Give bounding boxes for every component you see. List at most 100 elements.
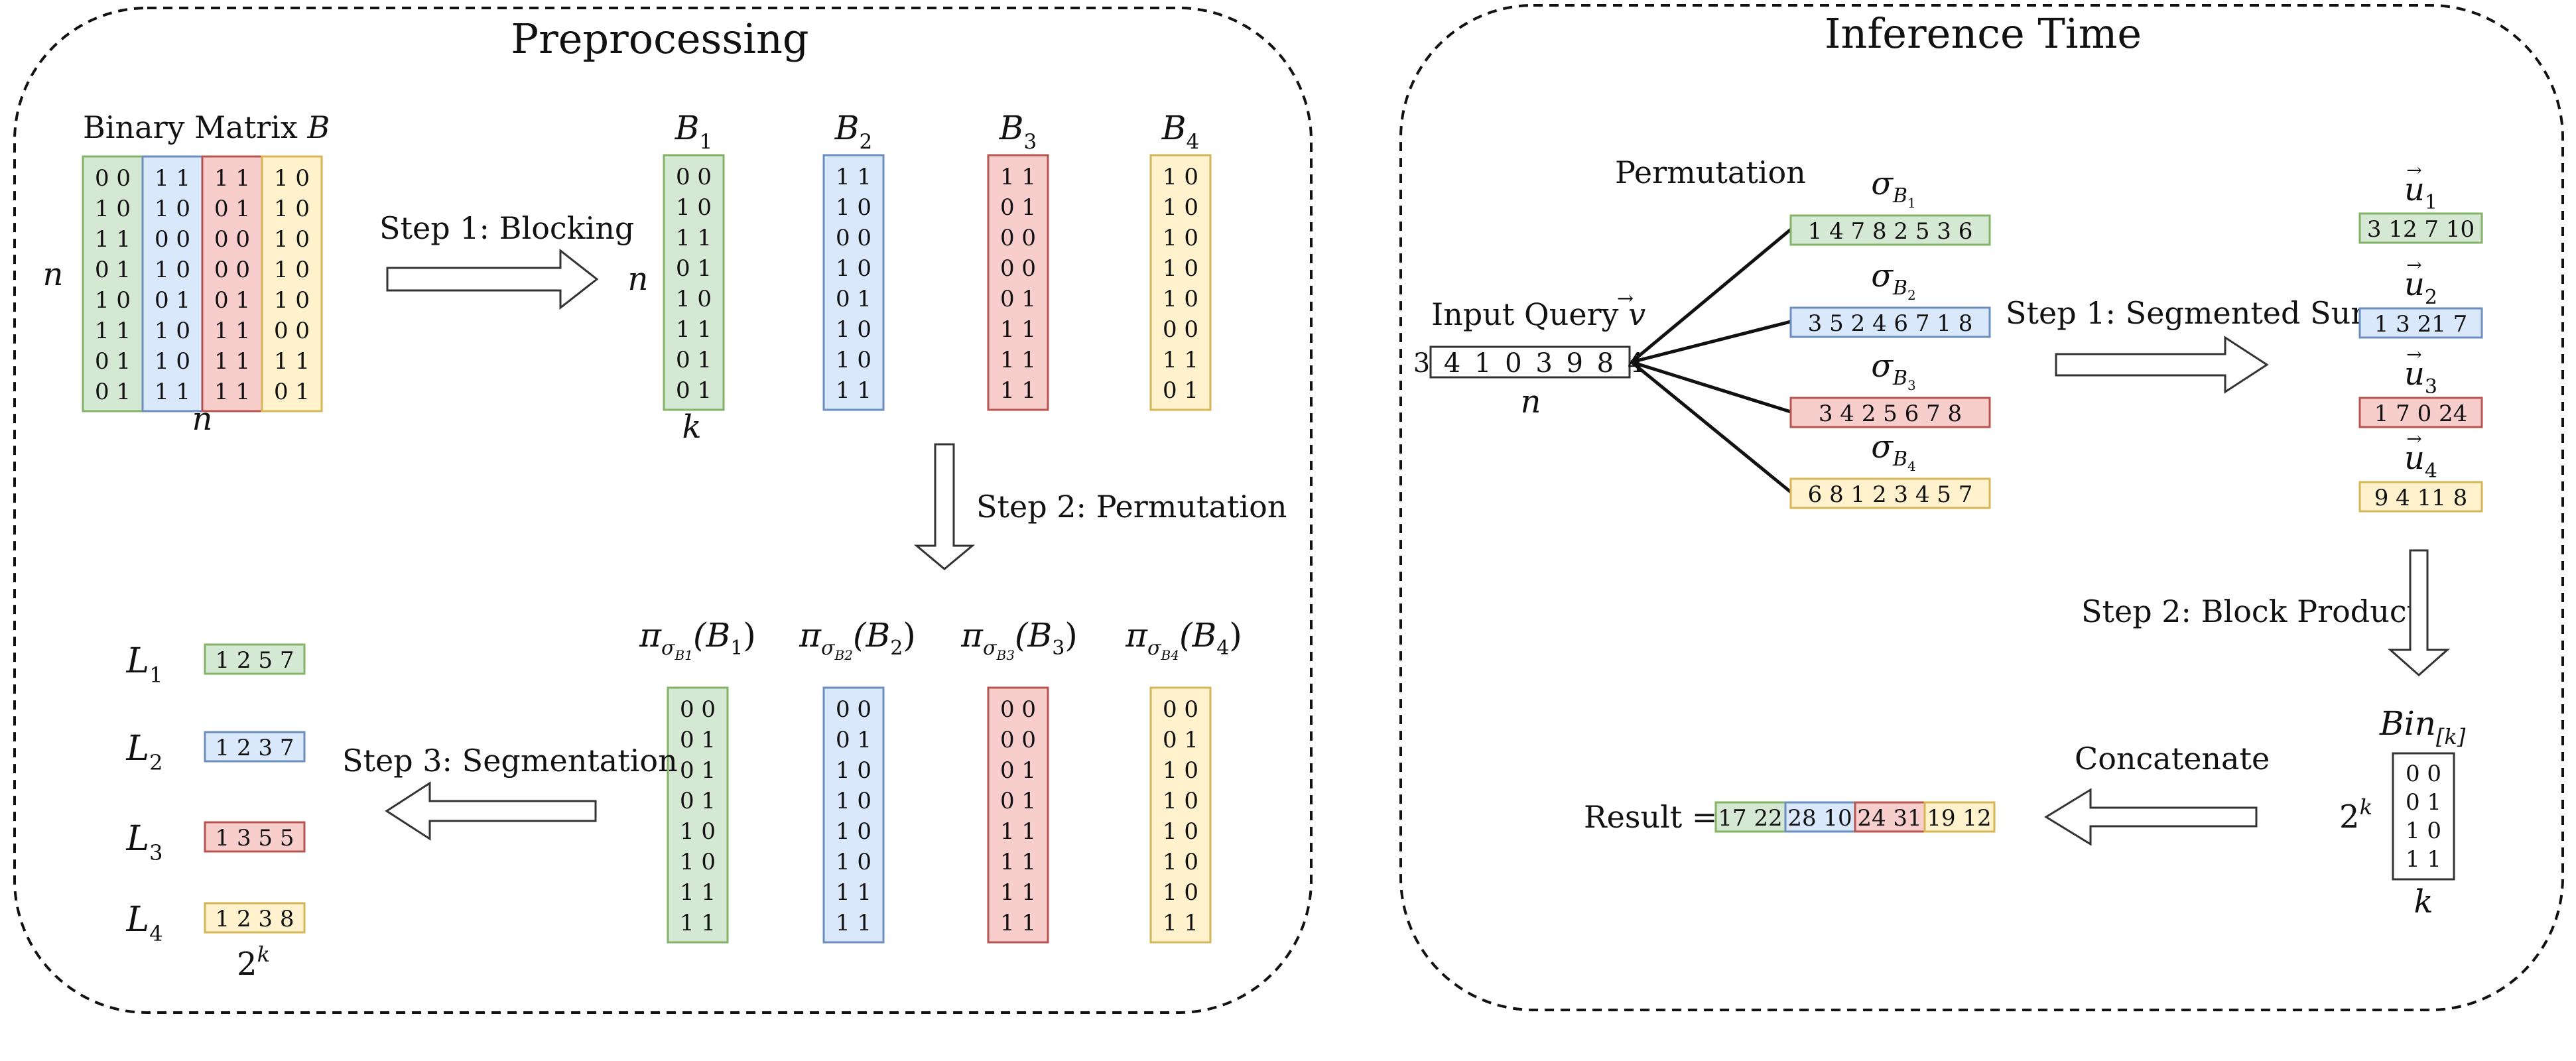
block-b4-row: 1 0 bbox=[1163, 164, 1198, 190]
permuted-block-4-row: 1 0 bbox=[1163, 757, 1198, 784]
binary-matrix: 0 01 01 10 11 01 10 10 11 11 00 01 00 11… bbox=[82, 155, 323, 412]
matrix-column-4-row: 1 0 bbox=[274, 196, 310, 222]
u-box-3 bbox=[2358, 397, 2483, 428]
block-b1-row: 1 1 bbox=[676, 225, 712, 251]
block-b4-row: 1 0 bbox=[1163, 225, 1198, 251]
u-value-2: 1 3 21 7 bbox=[2374, 311, 2468, 338]
matrix-n-left: n bbox=[43, 256, 64, 293]
permuted-block-1-row: 1 1 bbox=[680, 879, 716, 906]
block-b4-row: 1 0 bbox=[1163, 255, 1198, 282]
block-label-b2: B2 bbox=[834, 109, 872, 154]
list-value-l2: 1 2 3 7 bbox=[216, 735, 294, 761]
block-b2-row: 1 0 bbox=[836, 255, 871, 282]
matrix-column-3-row: 0 0 bbox=[214, 257, 250, 283]
bin-matrix-rows: 0 00 11 01 1 bbox=[2406, 761, 2441, 873]
permuted-block-1-row: 0 0 bbox=[680, 696, 716, 723]
block-b4-row: 1 1 bbox=[1163, 347, 1198, 373]
segmented-sum-label: Step 1: Segmented Sum bbox=[2006, 295, 2380, 331]
block-product-arrow bbox=[2388, 549, 2450, 677]
block-b2-row: 0 0 bbox=[836, 225, 871, 251]
permuted-block-3-row: 0 0 bbox=[1000, 727, 1036, 753]
block-b2-row: 1 1 bbox=[836, 164, 871, 190]
block-b4-row: 0 0 bbox=[1163, 316, 1198, 343]
bin-row: 0 1 bbox=[2406, 789, 2441, 816]
permuted-block-3-row: 1 1 bbox=[1000, 849, 1036, 875]
binary-matrix-label: Binary Matrix B bbox=[83, 109, 330, 145]
matrix-column-3-row: 1 1 bbox=[214, 379, 250, 405]
block-b4-row: 1 0 bbox=[1163, 194, 1198, 221]
preprocessing-title: Preprocessing bbox=[511, 15, 808, 63]
input-query-label: Input Query v bbox=[1431, 296, 1645, 332]
input-query-value: 3 4 1 0 3 9 8 4 bbox=[1413, 348, 1647, 379]
permuted-block-1-row: 1 1 bbox=[680, 910, 716, 936]
block-b3-row: 0 1 bbox=[1000, 286, 1036, 312]
block-b2-row: 0 1 bbox=[836, 286, 871, 312]
permuted-block-4-row: 0 0 bbox=[1163, 696, 1198, 723]
list-label-l1: L1 bbox=[126, 641, 163, 688]
block-b4-box bbox=[1149, 154, 1212, 411]
block-b1: 0 01 01 10 11 01 10 10 1 bbox=[663, 154, 725, 411]
list-value-l1: 1 2 5 7 bbox=[216, 647, 294, 674]
bin-matrix-box bbox=[2392, 752, 2455, 881]
block-b4: 1 01 01 01 01 00 01 10 1 bbox=[1149, 154, 1212, 411]
permuted-label-4: πσB4(B4) bbox=[1125, 616, 1242, 663]
u-label-3: u3 bbox=[2404, 355, 2437, 399]
permuted-block-1: 0 00 10 10 11 01 01 11 1 bbox=[667, 686, 729, 944]
result-segment-3 bbox=[1854, 801, 1926, 833]
list-value-l4: 1 2 3 8 bbox=[216, 906, 294, 932]
bin-2k-label: 2k bbox=[2339, 794, 2372, 836]
block-b2-row: 1 1 bbox=[836, 377, 871, 404]
list-label-l3: L3 bbox=[126, 819, 163, 865]
block-b3-row: 0 0 bbox=[1000, 225, 1036, 251]
result-segment-2 bbox=[1784, 801, 1856, 833]
u-box-1 bbox=[2358, 212, 2483, 244]
permuted-block-3-row: 0 1 bbox=[1000, 757, 1036, 784]
permuted-block-4-row: 1 0 bbox=[1163, 818, 1198, 845]
block-b1-row: 0 1 bbox=[676, 347, 712, 373]
list-label-l2: L2 bbox=[126, 729, 163, 775]
blocks-n-left: n bbox=[628, 261, 649, 298]
list-box-l4 bbox=[204, 902, 306, 934]
sigma-box-3 bbox=[1789, 397, 1991, 428]
bin-row: 0 0 bbox=[2406, 761, 2441, 787]
block-b1-row: 0 1 bbox=[676, 377, 712, 404]
step2-permutation-arrow bbox=[913, 443, 976, 570]
result-segment-1 bbox=[1714, 801, 1787, 833]
sigma-value-2: 3 5 2 4 6 7 1 8 bbox=[1808, 310, 1973, 337]
step2-permutation-label: Step 2: Permutation bbox=[976, 489, 1287, 525]
matrix-column-1: 0 01 01 10 11 01 10 10 1 bbox=[82, 155, 144, 412]
block-b1-box bbox=[663, 154, 725, 411]
permuted-block-1-row: 0 1 bbox=[680, 727, 716, 753]
inference-panel bbox=[1399, 4, 2564, 1011]
sigma-value-3: 3 4 2 5 6 7 8 bbox=[1819, 401, 1962, 427]
step3-segmentation-label: Step 3: Segmentation bbox=[342, 743, 678, 779]
list-box-l1 bbox=[204, 643, 306, 675]
block-b3-row: 1 1 bbox=[1000, 164, 1036, 190]
u-arrow-icon: → bbox=[2406, 159, 2421, 181]
u-label-1: u1 bbox=[2404, 171, 2437, 214]
preprocessing-panel bbox=[13, 7, 1313, 1014]
permuted-block-2-row: 0 1 bbox=[836, 727, 871, 753]
block-b3-row: 1 1 bbox=[1000, 316, 1036, 343]
block-b2-row: 1 0 bbox=[836, 194, 871, 221]
block-b4-row: 1 0 bbox=[1163, 286, 1198, 312]
block-b2-row: 1 0 bbox=[836, 316, 871, 343]
block-label-b3: B3 bbox=[999, 109, 1037, 154]
permuted-block-3-row: 1 1 bbox=[1000, 818, 1036, 845]
permuted-block-4-row: 0 1 bbox=[1163, 727, 1198, 753]
matrix-column-4-row: 1 0 bbox=[274, 287, 310, 314]
block-b1-row: 1 0 bbox=[676, 194, 712, 221]
permuted-block-4-row: 1 1 bbox=[1163, 910, 1198, 936]
matrix-column-3-row: 1 1 bbox=[214, 165, 250, 192]
u-box-2 bbox=[2358, 307, 2483, 339]
input-query-box bbox=[1429, 345, 1631, 379]
result-value-2: 28 10 bbox=[1787, 805, 1852, 832]
bin-row: 1 0 bbox=[2406, 818, 2441, 844]
matrix-column-4-box bbox=[261, 155, 323, 412]
block-b3-row: 1 1 bbox=[1000, 347, 1036, 373]
permuted-block-3-box bbox=[987, 686, 1049, 944]
